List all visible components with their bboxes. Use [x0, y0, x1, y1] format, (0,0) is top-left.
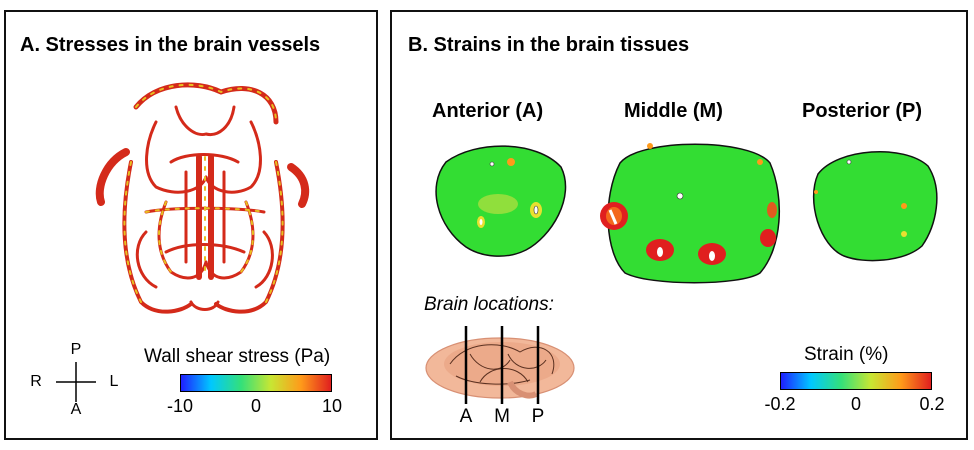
wss-tick-min: -10 — [166, 396, 194, 416]
wall-shear-stress-title: Wall shear stress (Pa) — [144, 346, 331, 367]
compass-right-label: R — [30, 373, 42, 390]
panel-b-title: B. Strains in the brain tissues — [408, 34, 690, 56]
slice-middle-title: Middle (M) — [624, 100, 723, 122]
strain-tick-mid: 0 — [850, 394, 862, 414]
compass-posterior-label: P — [70, 341, 82, 358]
location-mark-a: A — [459, 406, 473, 427]
slice-anterior-image — [435, 145, 567, 257]
slice-posterior-title: Posterior (P) — [802, 100, 923, 122]
wss-tick-max: 10 — [321, 396, 343, 416]
slice-anterior-title: Anterior (A) — [432, 100, 544, 122]
brain-locations-title: Brain locations: — [424, 294, 554, 315]
strain-tick-max: 0.2 — [919, 394, 945, 414]
orientation-compass — [56, 362, 96, 402]
slice-middle-image — [600, 143, 781, 284]
slice-posterior-image — [812, 151, 938, 262]
brain-vessel-network — [95, 82, 310, 314]
panel-a-title: A. Stresses in the brain vessels — [20, 34, 321, 56]
location-mark-p: P — [531, 406, 545, 427]
wss-tick-mid: 0 — [250, 396, 262, 416]
compass-left-label: L — [109, 373, 119, 390]
strain-colorbar — [780, 372, 932, 390]
panel-b-tissue-strain: B. Strains in the brain tissues Anterior… — [390, 10, 968, 440]
panel-a-vessel-stress: A. Stresses in the brain vessels — [4, 10, 378, 440]
compass-anterior-label: A — [70, 401, 82, 418]
strain-tick-min: -0.2 — [764, 394, 796, 414]
location-mark-m: M — [494, 406, 510, 427]
strain-title: Strain (%) — [804, 344, 889, 365]
brain-location-illustration — [425, 326, 575, 404]
wall-shear-stress-colorbar — [180, 374, 332, 392]
